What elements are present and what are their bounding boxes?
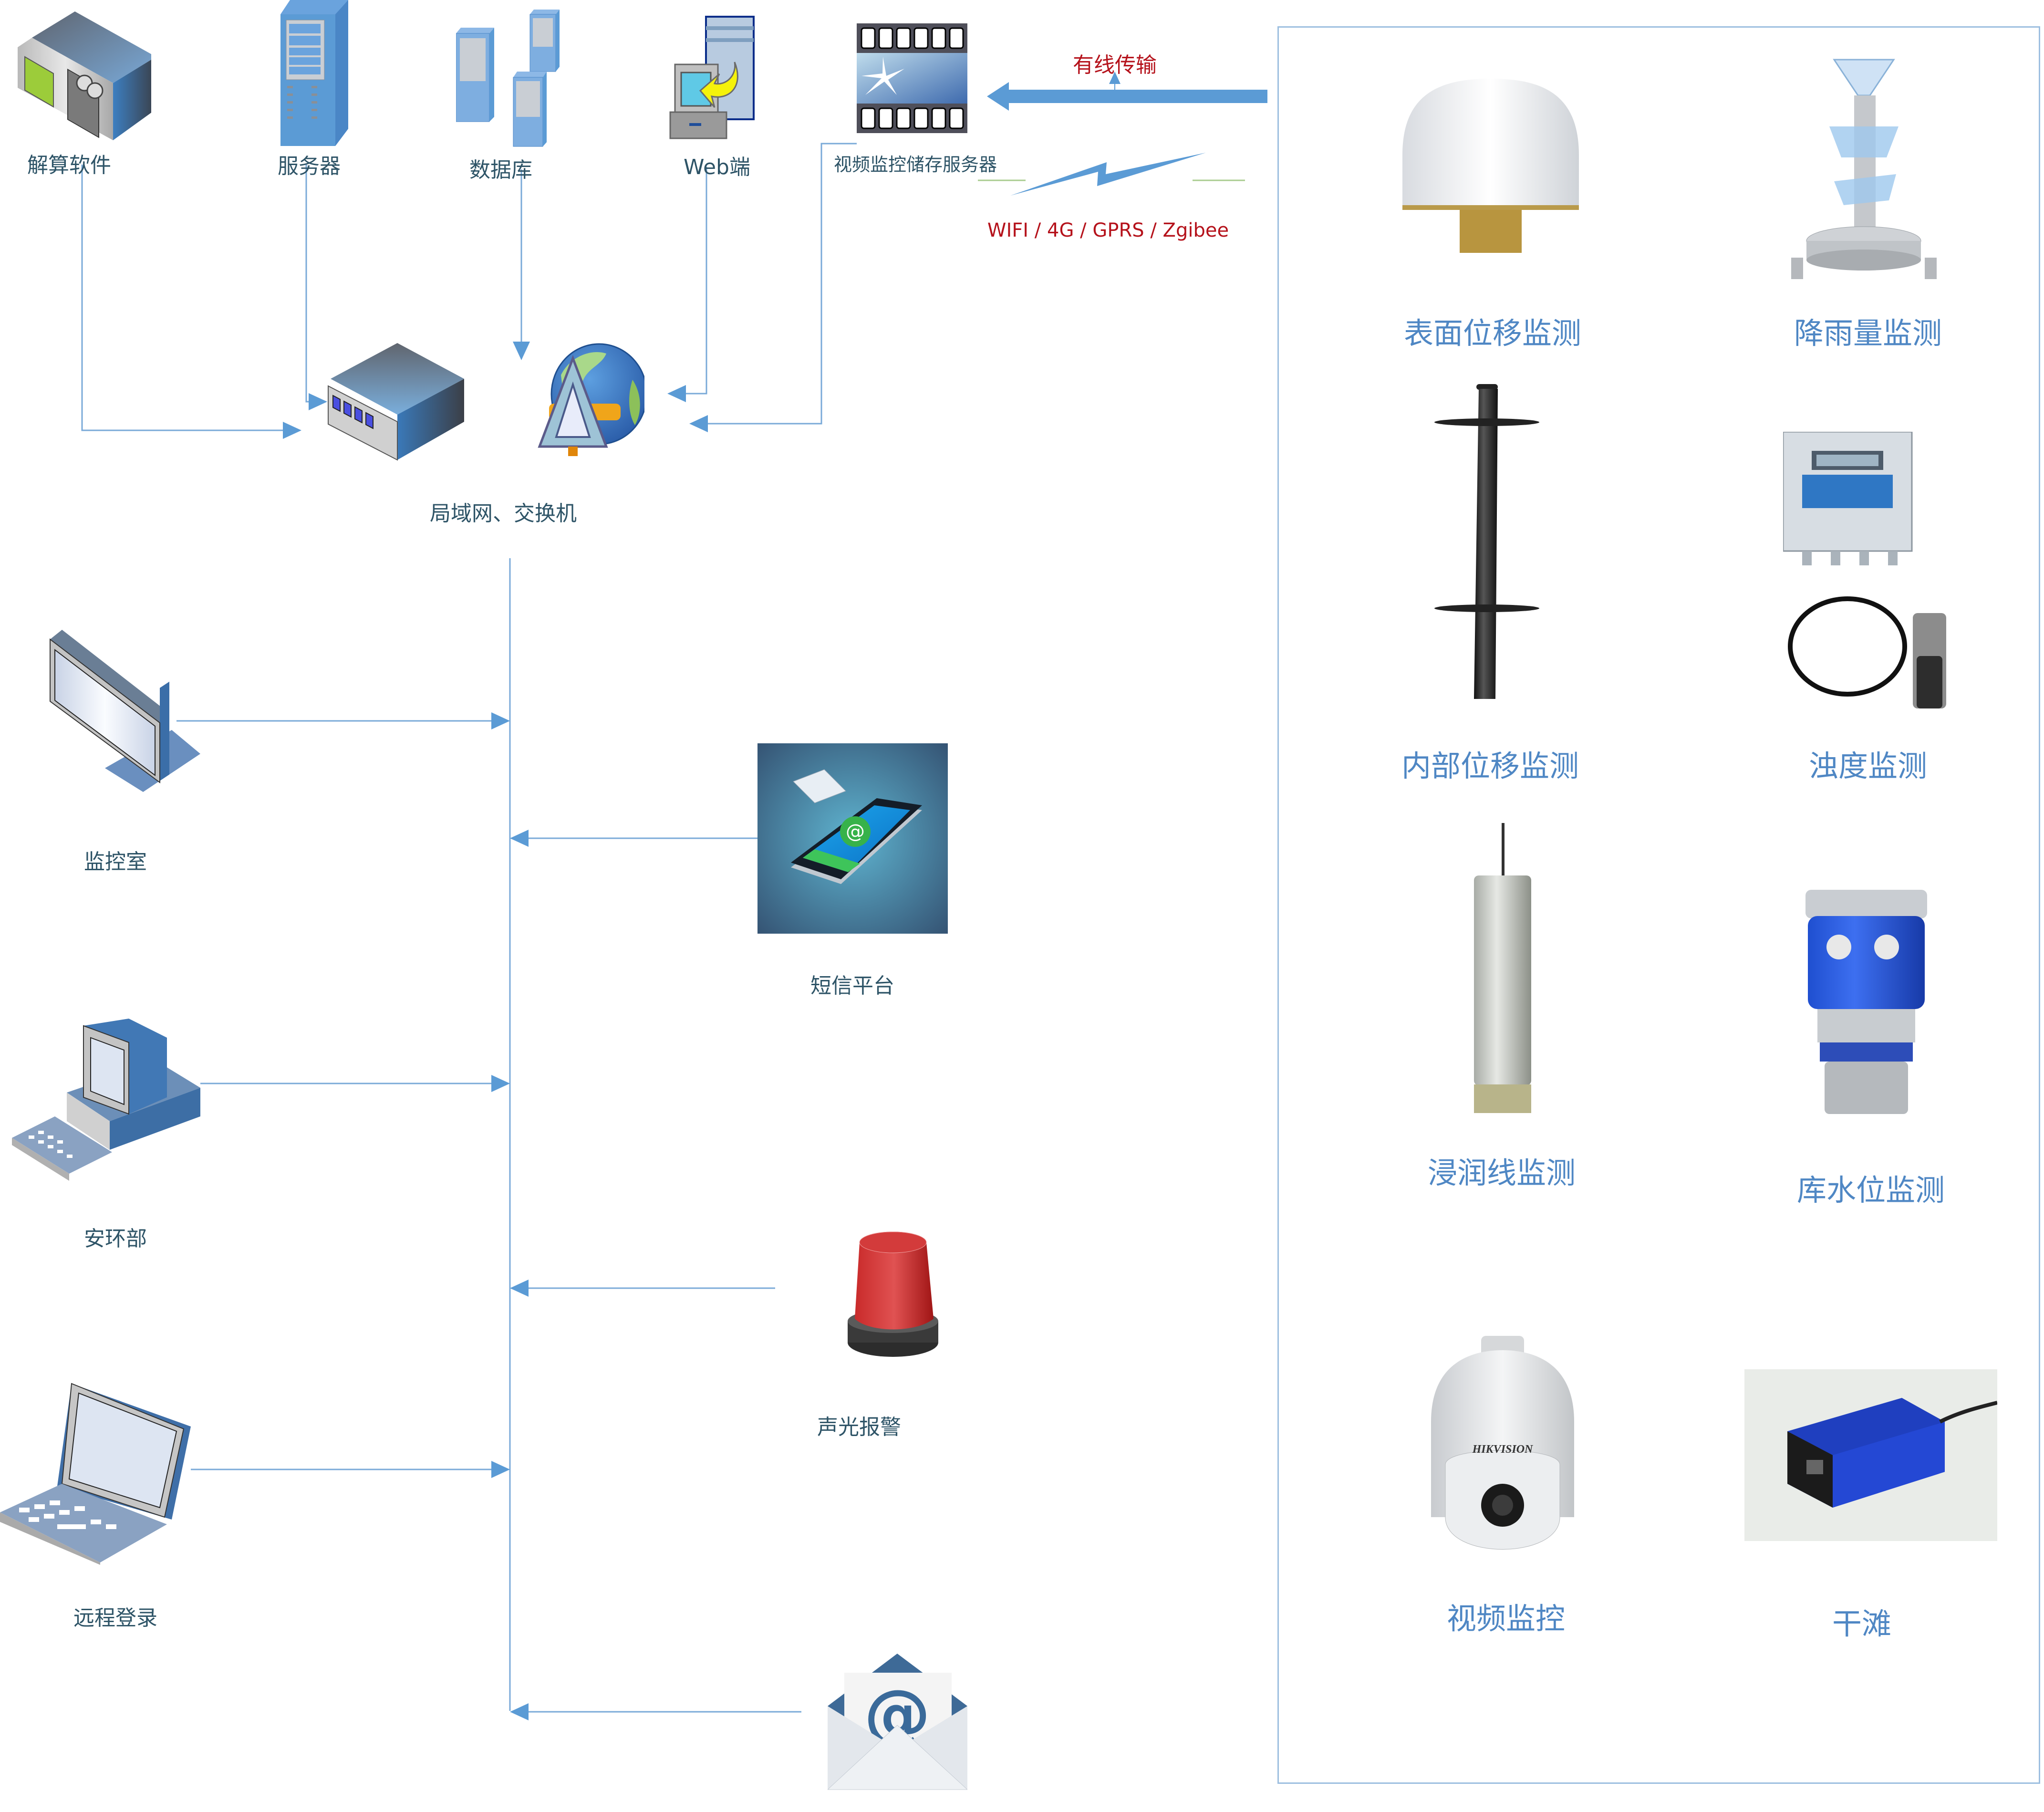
video-storage-node[interactable] <box>857 23 967 133</box>
laser-rangefinder-icon <box>1744 1369 1998 1541</box>
alarm-beacon-icon <box>848 1231 938 1357</box>
sensor-turbidity[interactable] <box>1782 431 1957 711</box>
internet-node[interactable] <box>535 342 648 456</box>
wire-web-to-globe <box>667 167 707 402</box>
ultrasonic-level-icon <box>1805 890 1927 1114</box>
sensor-rainfall[interactable] <box>1772 57 1956 281</box>
laptop-icon <box>0 1383 191 1565</box>
sensor-panel <box>1277 26 2040 1784</box>
sensor-video-surveillance-label: 视频监控 <box>1446 1601 1566 1636</box>
wire-solver-to-switch <box>81 165 301 439</box>
alarm-label: 声光报警 <box>817 1415 901 1439</box>
sensor-video-surveillance[interactable]: HIKVISION <box>1412 1336 1593 1574</box>
sensor-seepage-line[interactable] <box>1469 823 1536 1116</box>
dome-camera-icon: HIKVISION <box>1431 1336 1574 1550</box>
network-label: 局域网、交换机 <box>430 501 577 526</box>
wired-transmission-label: 有线传输 <box>1073 53 1157 77</box>
email-icon: @ <box>827 1654 968 1790</box>
wire-server-to-switch <box>305 165 327 410</box>
globe-antenna-icon <box>538 343 648 456</box>
web-client-node[interactable] <box>658 14 768 141</box>
wireless-transmission-label: WIFI / 4G / GPRS / Zgibee <box>987 219 1229 241</box>
rain-gauge-icon <box>1791 59 1937 279</box>
sensor-internal-displacement[interactable] <box>1426 384 1546 704</box>
monitor-icon <box>50 630 200 792</box>
sensor-surface-displacement-label: 表面位移监测 <box>1403 316 1582 351</box>
piezometer-icon <box>1474 823 1531 1113</box>
sensor-internal-displacement-label: 内部位移监测 <box>1401 749 1579 783</box>
video-storage-icon <box>857 23 967 133</box>
alarm-node[interactable] <box>821 1223 943 1364</box>
database-servers-icon <box>456 10 560 147</box>
sensor-turbidity-label: 浊度监测 <box>1808 749 1928 783</box>
desktop-computer-icon <box>12 1019 200 1181</box>
gnss-antenna-icon <box>1402 79 1579 253</box>
server-label: 服务器 <box>278 154 341 178</box>
safety-dept-node[interactable] <box>10 1014 203 1193</box>
sensor-dry-beach[interactable] <box>1744 1369 1998 1541</box>
remote-login-node[interactable] <box>0 1381 193 1565</box>
server-tower-icon <box>280 0 348 146</box>
sensor-reservoir-level[interactable] <box>1805 890 1927 1116</box>
sms-phone-icon: @ <box>757 743 948 934</box>
video-storage-label: 视频监控储存服务器 <box>833 154 997 175</box>
turbidity-meter-icon <box>1782 431 1946 708</box>
instrument-icon <box>18 11 156 140</box>
remote-login-label: 远程登录 <box>73 1606 157 1630</box>
web-client-icon <box>669 16 755 139</box>
network-switch-icon <box>328 343 464 461</box>
camera-brand-text: HIKVISION <box>1472 1443 1534 1456</box>
sensor-dry-beach-label: 干滩 <box>1832 1606 1892 1641</box>
server-node[interactable] <box>280 0 348 146</box>
inclinometer-icon <box>1434 384 1539 699</box>
svg-text:@: @ <box>846 821 865 843</box>
email-node[interactable]: @ <box>827 1654 968 1797</box>
database-node[interactable] <box>456 10 566 148</box>
wireless-lightning-icon <box>978 153 1245 196</box>
monitor-room-label: 监控室 <box>84 850 147 874</box>
sms-platform-node[interactable]: @ <box>757 743 948 934</box>
solver-software-label: 解算软件 <box>27 153 111 177</box>
sensor-rainfall-label: 降雨量监测 <box>1794 316 1942 351</box>
sensor-seepage-line-label: 浸润线监测 <box>1427 1156 1576 1190</box>
solver-software-node[interactable] <box>13 7 156 145</box>
database-label: 数据库 <box>469 158 532 182</box>
wire-video-storage-to-globe <box>689 143 857 432</box>
sensor-reservoir-level-label: 库水位监测 <box>1796 1173 1945 1208</box>
sensor-surface-displacement[interactable] <box>1402 79 1579 255</box>
switch-node[interactable] <box>326 343 467 462</box>
monitor-room-node[interactable] <box>48 620 200 792</box>
web-client-label: Web端 <box>684 155 750 179</box>
wired-arrow <box>987 72 1267 111</box>
safety-dept-label: 安环部 <box>84 1227 147 1251</box>
sms-platform-label: 短信平台 <box>810 974 894 998</box>
